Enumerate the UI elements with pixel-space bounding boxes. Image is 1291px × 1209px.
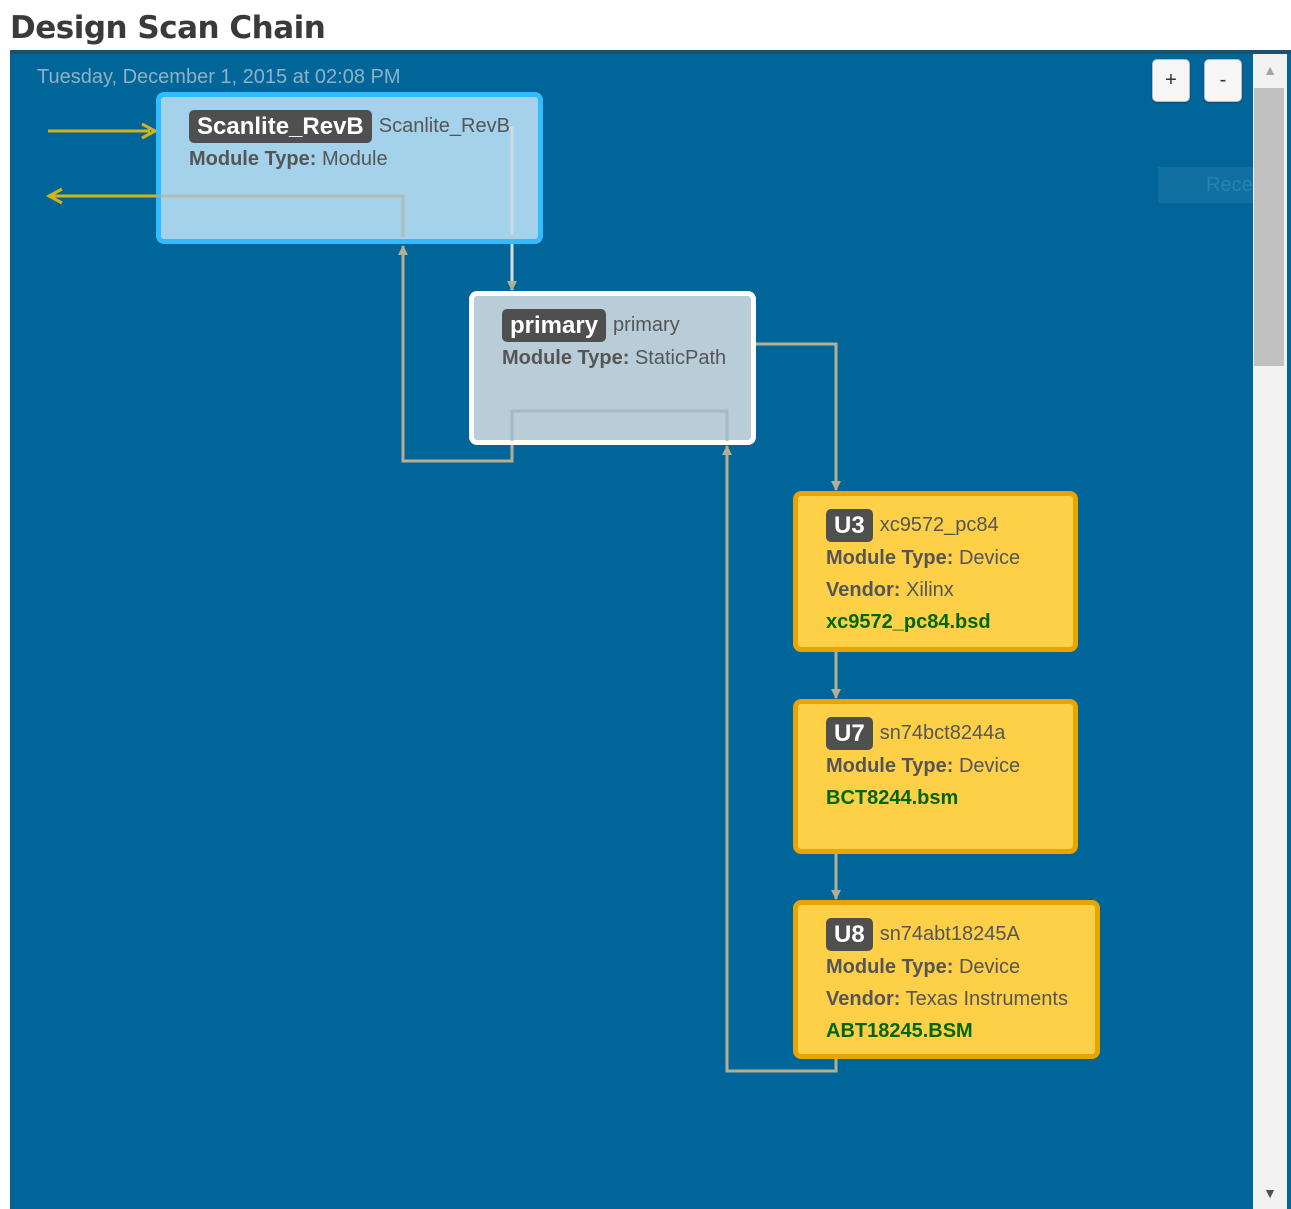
- node-scanlite-revb[interactable]: Scanlite_RevB Scanlite_RevB Module Type:…: [156, 92, 543, 244]
- link-primary-to-u3: [750, 342, 841, 491]
- node-badge: primary: [502, 308, 607, 342]
- vendor-row: Vendor: Texas Instruments: [826, 988, 1068, 1010]
- bsdl-file-link[interactable]: BCT8244.bsm: [826, 787, 959, 809]
- node-u3[interactable]: U3 xc9572_pc84 Module Type: Device Vendo…: [793, 491, 1078, 652]
- node-name: Scanlite_RevB: [378, 114, 510, 137]
- node-name: xc9572_pc84: [879, 513, 999, 536]
- bsdl-file-link[interactable]: xc9572_pc84.bsd: [826, 611, 991, 633]
- zoom-out-button[interactable]: -: [1204, 59, 1242, 102]
- vendor-row: Vendor: Xilinx: [826, 579, 954, 601]
- vertical-scrollbar[interactable]: ▲ ▼: [1253, 54, 1287, 1209]
- root-internal-links: [156, 126, 514, 237]
- down-arrow-icon[interactable]: ▼: [1263, 1185, 1277, 1201]
- scrollbar-thumb[interactable]: [1254, 88, 1284, 366]
- zoom-in-button[interactable]: +: [1152, 59, 1190, 102]
- node-badge: U7: [826, 716, 873, 750]
- page-title: Design Scan Chain: [10, 10, 326, 46]
- link-primary-to-root: [398, 245, 514, 463]
- up-arrow-icon[interactable]: ▲: [1263, 62, 1277, 78]
- node-primary[interactable]: primary primary Module Type: StaticPath: [469, 291, 756, 445]
- node-name: sn74abt18245A: [879, 922, 1020, 945]
- recenter-button[interactable]: Recenter: [1158, 167, 1258, 203]
- module-type-row: Module Type: Device: [826, 956, 1021, 978]
- primary-internal-links: [510, 409, 729, 441]
- module-type-row: Module Type: Module: [189, 148, 388, 170]
- module-type-row: Module Type: Device: [826, 755, 1021, 777]
- bsdl-file-link[interactable]: ABT18245.BSM: [826, 1020, 973, 1042]
- module-type-row: Module Type: StaticPath: [502, 347, 727, 369]
- node-badge: U8: [826, 917, 873, 951]
- diagram-timestamp: Tuesday, December 1, 2015 at 02:08 PM: [37, 66, 401, 88]
- node-u7[interactable]: U7 sn74bct8244a Module Type: Device BCT8…: [793, 699, 1078, 854]
- node-badge: Scanlite_RevB: [189, 109, 372, 143]
- node-badge: U3: [826, 508, 873, 542]
- diagram-canvas[interactable]: Tuesday, December 1, 2015 at 02:08 PM: [10, 50, 1291, 1209]
- node-name: primary: [613, 313, 680, 336]
- link-u8-to-primary: [722, 445, 838, 1073]
- module-type-row: Module Type: Device: [826, 547, 1021, 569]
- node-name: sn74bct8244a: [879, 721, 1006, 744]
- node-u8[interactable]: U8 sn74abt18245A Module Type: Device Ven…: [793, 900, 1100, 1059]
